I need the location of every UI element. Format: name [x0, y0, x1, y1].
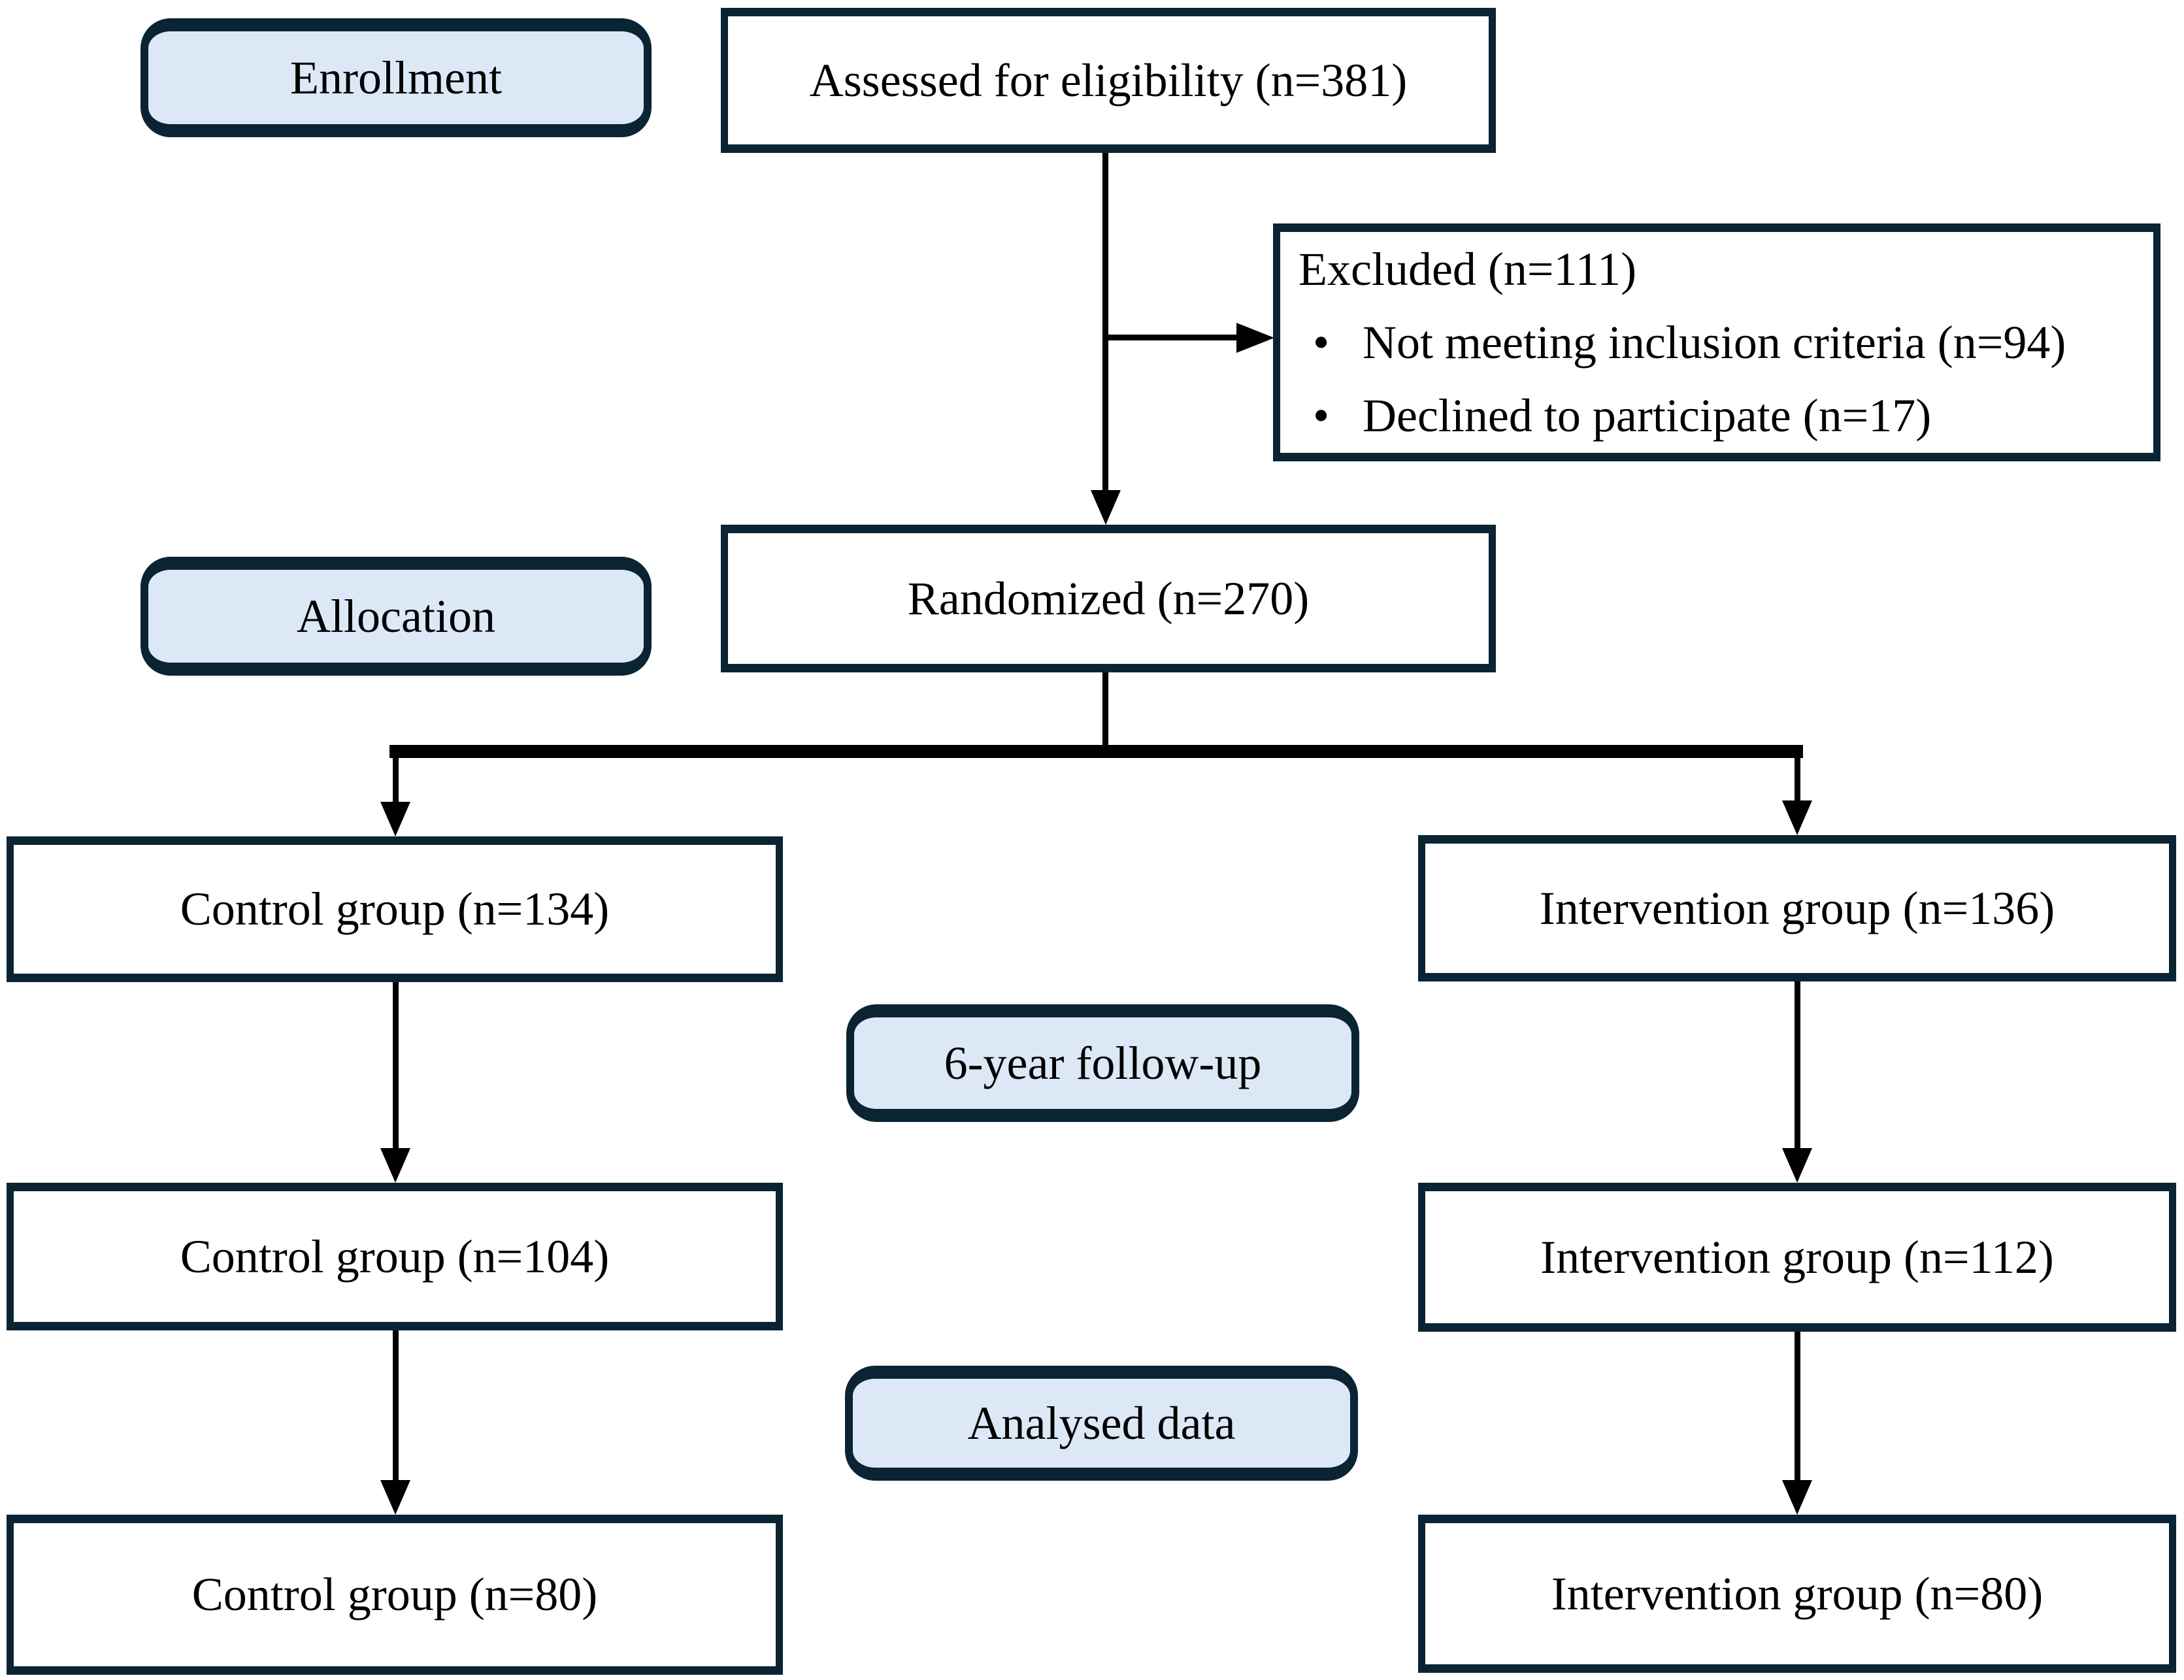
branch-bar	[389, 745, 1803, 758]
connector-randomized-branch	[1102, 672, 1108, 758]
connector-intervention-followup	[1795, 981, 1800, 1151]
bullet-icon: •	[1313, 316, 1330, 369]
node-randomized: Randomized (n=270)	[721, 525, 1496, 672]
excluded-item-text: Not meeting inclusion criteria (n=94)	[1363, 316, 2066, 369]
node-intervention-allocation: Intervention group (n=136)	[1418, 835, 2176, 981]
arrowhead-intervention-followup	[1782, 1148, 1812, 1183]
stage-enrollment: Enrollment	[141, 18, 652, 137]
arrowhead-control-analysed	[380, 1480, 410, 1515]
bullet-icon: •	[1313, 389, 1330, 442]
arrowhead-intervention-analysed	[1782, 1480, 1812, 1515]
excluded-item: • Not meeting inclusion criteria (n=94)	[1299, 306, 2142, 379]
arrowhead-intervention-allocation	[1782, 800, 1812, 835]
arrowhead-excluded	[1236, 323, 1274, 353]
connector-branch-control	[393, 751, 399, 805]
node-excluded: Excluded (n=111) • Not meeting inclusion…	[1273, 223, 2160, 461]
excluded-content: Excluded (n=111) • Not meeting inclusion…	[1280, 232, 2153, 453]
connector-intervention-analysed	[1795, 1332, 1800, 1483]
arrowhead-control-followup	[380, 1148, 410, 1183]
arrowhead-randomized	[1091, 490, 1121, 525]
connector-branch-intervention	[1795, 751, 1800, 804]
excluded-item: • Declined to participate (n=17)	[1299, 379, 2142, 452]
node-control-allocation: Control group (n=134)	[7, 836, 783, 982]
connector-assessed-randomized	[1102, 153, 1108, 493]
stage-analysed-data: Analysed data	[845, 1366, 1358, 1481]
excluded-title: Excluded (n=111)	[1299, 243, 1637, 295]
node-assessed-eligibility: Assessed for eligibility (n=381)	[721, 8, 1496, 153]
node-intervention-followup: Intervention group (n=112)	[1418, 1183, 2176, 1332]
excluded-item-text: Declined to participate (n=17)	[1363, 389, 1932, 442]
stage-followup: 6-year follow-up	[846, 1004, 1359, 1122]
node-control-analysed: Control group (n=80)	[7, 1515, 783, 1675]
connector-control-followup	[393, 982, 399, 1151]
connector-excluded	[1103, 335, 1238, 340]
connector-control-analysed	[393, 1330, 399, 1483]
stage-allocation: Allocation	[141, 557, 652, 676]
node-control-followup: Control group (n=104)	[7, 1183, 783, 1330]
arrowhead-control-allocation	[380, 802, 410, 836]
node-intervention-analysed: Intervention group (n=80)	[1418, 1515, 2176, 1673]
